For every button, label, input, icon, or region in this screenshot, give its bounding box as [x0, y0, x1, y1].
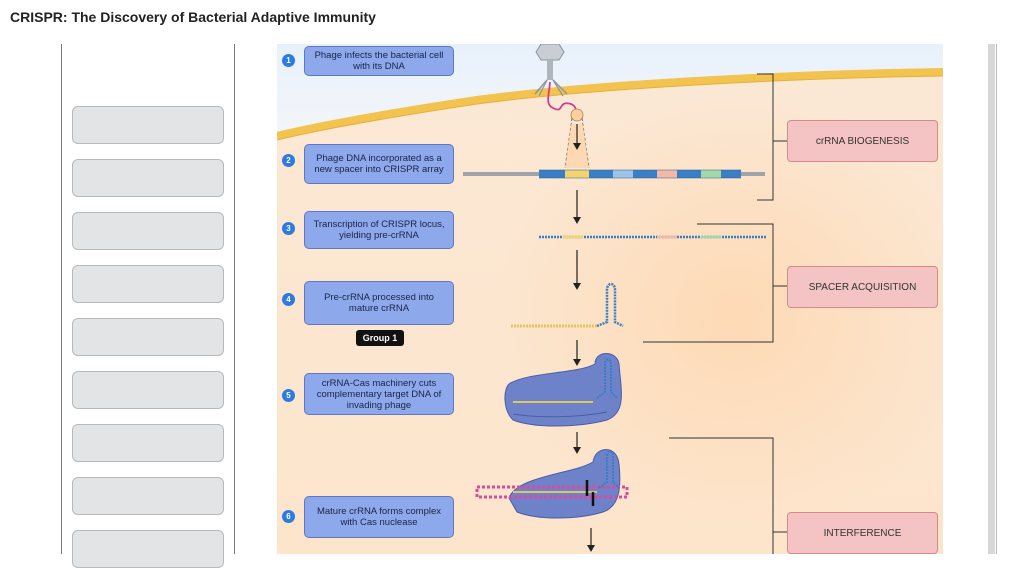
step-card-5[interactable]: crRNA-Cas machinery cuts complementary t… [304, 373, 454, 415]
step-card-4[interactable]: Pre-crRNA processed into mature crRNA [304, 281, 454, 325]
drop-zone[interactable] [72, 477, 224, 515]
stage-label-interference[interactable]: INTERFERENCE [787, 512, 938, 554]
step-number: 1 [282, 54, 295, 67]
cleavage-complex-icon [475, 449, 629, 519]
cas-complex-icon [504, 353, 622, 427]
drop-zone[interactable] [72, 371, 224, 409]
step-card-2[interactable]: Phage DNA incorporated as a new spacer i… [304, 144, 454, 184]
drop-zone[interactable] [72, 212, 224, 250]
step-number: 3 [282, 222, 295, 235]
step-number: 4 [282, 293, 295, 306]
step-number: 5 [282, 389, 295, 402]
scrollbar[interactable] [988, 44, 995, 554]
drop-zone[interactable] [72, 318, 224, 356]
stage-label-biogenesis[interactable]: crRNA BIOGENESIS [787, 120, 938, 162]
group-label: Group 1 [356, 330, 404, 346]
crrna-hairpin-icon [511, 282, 624, 328]
step-card-6[interactable]: Mature crRNA forms complex with Cas nucl… [304, 496, 454, 538]
dna-array-icon [463, 169, 765, 179]
drop-zone[interactable] [72, 530, 224, 568]
step-card-1[interactable]: Phage infects the bacterial cell with it… [304, 46, 454, 76]
drop-zone[interactable] [72, 424, 224, 462]
step-number: 6 [282, 510, 295, 523]
divider [996, 44, 997, 554]
step-number: 2 [282, 154, 295, 167]
page-title: CRISPR: The Discovery of Bacterial Adapt… [10, 9, 376, 25]
drop-zone[interactable] [72, 106, 224, 144]
crispr-diagram: 1 Phage infects the bacterial cell with … [277, 44, 943, 554]
stage-label-acquisition[interactable]: SPACER ACQUISITION [787, 266, 938, 308]
drop-zone[interactable] [72, 265, 224, 303]
step-card-3[interactable]: Transcription of CRISPR locus, yielding … [304, 211, 454, 249]
drop-zone[interactable] [72, 159, 224, 197]
answer-bank [61, 44, 235, 568]
